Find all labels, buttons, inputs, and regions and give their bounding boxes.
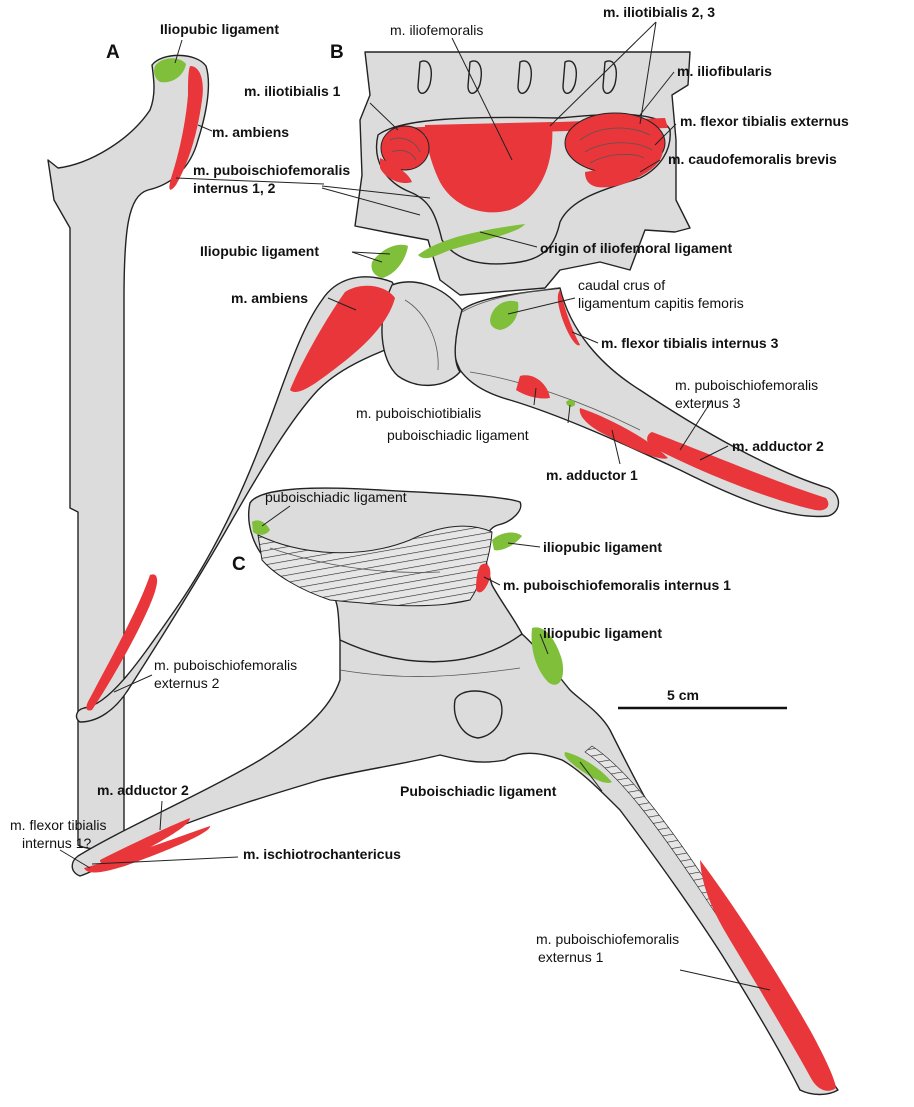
label-a-iliopubic-ligament: Iliopubic ligament — [160, 21, 279, 37]
c-iliopubic-ligament-1-patch — [492, 533, 522, 551]
label-b-iliopubic-ligament: Iliopubic ligament — [200, 243, 319, 259]
label-b-flexor-tib-int-3: m. flexor tibialis internus 3 — [601, 335, 779, 351]
label-c-iliopubic-ligament-1: iliopubic ligament — [543, 539, 662, 555]
label-b-iliofemoralis: m. iliofemoralis — [390, 22, 483, 38]
label-a-pifi-line2: internus 1, 2 — [193, 180, 276, 196]
label-b-caudal-crus-line1: caudal crus of — [578, 277, 665, 293]
leader-c-iliopubic-1 — [508, 543, 540, 547]
scale-bar-label: 5 cm — [667, 687, 699, 703]
label-b-pife3-line1: m. puboischiofemoralis — [675, 377, 818, 393]
label-b-flexor-tib-ext: m. flexor tibialis externus — [680, 113, 849, 129]
label-b-adductor-1: m. adductor 1 — [546, 467, 638, 483]
label-c-pife1-line1: m. puboischiofemoralis — [536, 931, 679, 947]
label-b-pife3-line2: externus 3 — [675, 395, 741, 411]
label-c-pifi1: m. puboischiofemoralis internus 1 — [503, 577, 731, 593]
label-b-ambiens: m. ambiens — [231, 290, 308, 306]
label-c-puboischiadic-ligament-cap: Puboischiadic ligament — [400, 783, 557, 799]
panel-label-c: C — [232, 554, 246, 575]
label-b-caudofemoralis-brevis: m. caudofemoralis brevis — [668, 151, 837, 167]
label-c-pife2-line2: externus 2 — [154, 675, 220, 691]
label-b-iliotibialis-1: m. iliotibialis 1 — [244, 83, 341, 99]
label-b-puboischiadic-ligament: puboischiadic ligament — [387, 427, 529, 443]
label-b-origin-iliofemoral: origin of iliofemoral ligament — [540, 240, 732, 256]
panel-label-b: B — [330, 42, 344, 63]
pubis-bone — [48, 55, 208, 849]
label-c-puboischiadic-ligament: puboischiadic ligament — [265, 489, 407, 505]
label-b-adductor-2: m. adductor 2 — [732, 438, 824, 454]
label-c-adductor-2: m. adductor 2 — [97, 782, 189, 798]
b-iliopubic-ligament-patch — [371, 245, 408, 278]
label-a-ambiens: m. ambiens — [212, 124, 289, 140]
label-c-flexor-tib-int-1-line1: m. flexor tibialis — [10, 817, 106, 833]
panel-label-a: A — [106, 42, 120, 63]
label-c-flexor-tib-int-1-line2: internus 1? — [22, 835, 91, 851]
label-b-caudal-crus-line2: ligamentum capitis femoris — [578, 295, 744, 311]
label-b-iliotibialis-23: m. iliotibialis 2, 3 — [603, 4, 715, 20]
label-c-iliopubic-ligament-2: iliopubic ligament — [543, 625, 662, 641]
label-b-puboischiotibialis: m. puboischiotibialis — [356, 405, 481, 421]
label-c-pife1-line2: externus 1 — [538, 949, 604, 965]
label-a-pifi-line1: m. puboischiofemoralis — [193, 162, 350, 178]
panel-a-pubis — [48, 55, 208, 849]
label-c-pife2-line1: m. puboischiofemoralis — [154, 657, 297, 673]
label-b-iliofibularis: m. iliofibularis — [677, 63, 772, 79]
c-pife1-patch — [700, 860, 836, 1091]
label-c-ischiotrochantericus: m. ischiotrochantericus — [243, 846, 401, 862]
